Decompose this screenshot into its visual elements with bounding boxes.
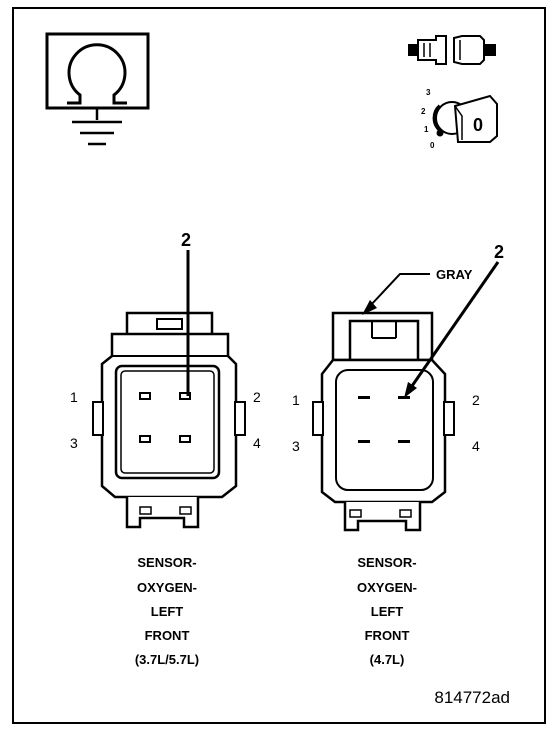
caption-line-3: LEFT [151, 604, 184, 619]
right-connector: GRAY 2 1 2 3 4 SENSOR- OXYGEN- LEFT FRON… [292, 242, 504, 667]
terminal-3 [139, 435, 151, 443]
caption-line-2: OXYGEN- [357, 580, 417, 595]
terminal-2 [179, 392, 191, 400]
arrowhead-icon [404, 382, 417, 398]
pin-label-4: 4 [253, 435, 261, 451]
terminal-2 [398, 396, 410, 399]
caption-line-1: SENSOR- [357, 555, 416, 570]
pin-label-2: 2 [472, 392, 480, 408]
pin-label-3: 3 [70, 435, 78, 451]
figure-id: 814772ad [434, 688, 510, 707]
color-callout-label: GRAY [436, 267, 473, 282]
caption-line-3: LEFT [371, 604, 404, 619]
ohmmeter-icon [45, 32, 150, 146]
ignition-position-1: 1 [424, 125, 429, 134]
caption-line-5: (4.7L) [370, 652, 405, 667]
callout-number-left: 2 [181, 230, 191, 250]
terminal-1 [139, 392, 151, 400]
figure-frame [12, 7, 546, 724]
ignition-position-0: 0 [430, 141, 435, 150]
callout-leader-right [410, 261, 500, 387]
caption-line-4: FRONT [365, 628, 410, 643]
arrowhead-icon [362, 300, 377, 315]
terminal-4 [398, 440, 410, 443]
ignition-position-2: 2 [421, 107, 426, 116]
terminal-3 [358, 440, 370, 443]
caption-line-2: OXYGEN- [137, 580, 197, 595]
caption-line-1: SENSOR- [137, 555, 196, 570]
pin-label-4: 4 [472, 438, 480, 454]
ignition-position-3: 3 [426, 88, 431, 97]
pin-label-1: 1 [292, 392, 300, 408]
caption-line-5: (3.7L/5.7L) [135, 652, 199, 667]
disconnected-connector-icon [408, 35, 496, 65]
pin-label-2: 2 [253, 389, 261, 405]
terminal-1 [358, 396, 370, 399]
terminal-4 [179, 435, 191, 443]
left-connector: 2 1 2 3 4 SENSOR- OXYGEN- LEFT FRONT (3.… [70, 230, 261, 667]
ignition-key-label: 0 [473, 115, 483, 135]
ignition-key-icon: 3 2 1 0 0 [421, 88, 498, 150]
color-callout-leader [369, 273, 430, 307]
pin-label-3: 3 [292, 438, 300, 454]
pin-label-1: 1 [70, 389, 78, 405]
callout-number-right: 2 [494, 242, 504, 262]
caption-line-4: FRONT [145, 628, 190, 643]
